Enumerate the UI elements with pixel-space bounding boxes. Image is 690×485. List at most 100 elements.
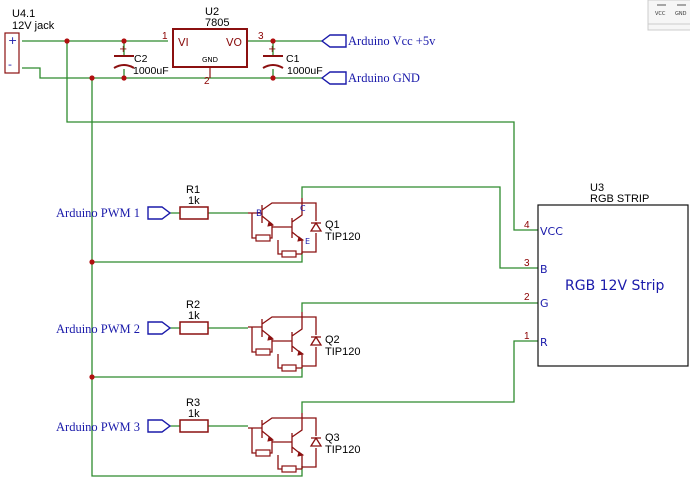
wire-gnd-q2 <box>92 367 303 378</box>
emitter-arrow <box>297 451 305 457</box>
strip-pin-name: B <box>540 263 548 276</box>
strip-body <box>537 204 689 367</box>
jack-minus: - <box>8 58 12 71</box>
resistor-r1[interactable]: R1 1k <box>179 184 209 220</box>
strip-label: RGB 12V Strip <box>565 278 664 294</box>
bias-path <box>251 213 273 239</box>
diode-body <box>309 335 323 346</box>
bias-resistor <box>281 250 297 258</box>
emitter-arrow <box>297 350 305 356</box>
darlington-stage2 <box>272 317 303 366</box>
jack-designator: U4.1 <box>12 8 35 20</box>
strip-pin-name: R <box>540 336 548 349</box>
net-port-vcc[interactable]: Arduino Vcc +5v <box>320 34 436 48</box>
strip-pin-name: VCC <box>540 225 563 238</box>
cap-polarity: + <box>119 44 127 55</box>
bias-resistor <box>281 364 297 372</box>
wire-q2-to-g <box>301 302 538 312</box>
darlington-stage1 <box>248 312 303 341</box>
regulator-pin-out: 3 <box>258 31 264 42</box>
net-port-pwm2[interactable]: Arduino PWM 2 <box>56 321 172 336</box>
wire-q3-to-r <box>301 340 538 413</box>
emitter-arrow <box>267 335 275 341</box>
strip-pin-number: 2 <box>524 292 530 303</box>
capacitor-c2[interactable]: + C2 1000uF <box>113 44 169 77</box>
bias-resistor <box>255 449 271 457</box>
rgb-strip[interactable]: U3 RGB STRIP RGB 12V Strip VCC B G R 4 3… <box>524 182 689 367</box>
cap-plate <box>262 64 284 69</box>
transistor-q3[interactable] <box>248 413 323 473</box>
vcc-icon[interactable]: VCC <box>655 4 666 17</box>
r1-value: 1k <box>188 195 200 207</box>
wire-gnd-rail <box>22 67 322 79</box>
q1-pin-collector: C <box>300 204 306 213</box>
junctions <box>64 38 276 380</box>
strip-pin-number: 3 <box>524 258 530 269</box>
bias-resistor <box>255 348 271 356</box>
q2-part: TIP120 <box>325 346 360 358</box>
net-port-pwm1[interactable]: Arduino PWM 1 <box>56 206 172 220</box>
net-label-pwm3: Arduino PWM 3 <box>56 420 140 434</box>
r1-designator: R1 <box>186 184 200 196</box>
bias-resistor <box>281 465 297 473</box>
net-port-pwm3[interactable]: Arduino PWM 3 <box>56 419 172 434</box>
regulator-vo: VO <box>226 36 242 49</box>
wire-strip-vcc <box>66 41 538 231</box>
dc-jack[interactable]: U4.1 12V jack + - <box>4 8 55 74</box>
net-label-pwm1: Arduino PWM 1 <box>56 206 140 220</box>
c2-designator: C2 <box>134 53 148 65</box>
diode-leads <box>302 316 317 367</box>
regulator-name: 7805 <box>205 17 229 29</box>
q1-labels: Q1 TIP120 B C E <box>256 204 360 246</box>
resistor-r2[interactable]: R2 1k <box>179 299 209 335</box>
q3-labels: Q3 TIP120 <box>325 432 360 456</box>
r3-designator: R3 <box>186 397 200 409</box>
emitter-arrow <box>267 221 275 227</box>
svg-text:GND: GND <box>675 11 687 17</box>
wires <box>22 40 538 477</box>
junction-dot <box>121 38 127 44</box>
transistor-q1[interactable] <box>248 198 323 258</box>
jack-plus: + <box>8 34 17 47</box>
jack-body <box>4 32 20 74</box>
r2-designator: R2 <box>186 299 200 311</box>
bias-resistor <box>255 234 271 242</box>
resistor-body <box>179 419 209 433</box>
port-flag <box>147 321 172 335</box>
transistor-q2[interactable] <box>248 312 323 372</box>
strip-pin-number: 1 <box>524 331 530 342</box>
strip-pin-name: G <box>540 297 549 310</box>
q1-designator: Q1 <box>325 219 340 231</box>
diode-leads <box>302 202 317 253</box>
gnd-icon[interactable]: GND <box>675 4 687 17</box>
junction-dot <box>270 75 276 81</box>
port-flag <box>147 419 172 433</box>
net-label-vcc: Arduino Vcc +5v <box>348 34 436 48</box>
q1-pin-base: B <box>256 209 262 219</box>
regulator-7805[interactable]: U2 7805 VI VO GND 1 3 2 <box>162 6 264 87</box>
darlington-stage2 <box>272 203 303 252</box>
junction-dot <box>89 259 95 265</box>
bias-path <box>251 327 273 353</box>
regulator-pin-in: 1 <box>162 31 168 42</box>
r2-value: 1k <box>188 310 200 322</box>
regulator-gnd: GND <box>202 56 218 64</box>
port-flag <box>320 34 347 48</box>
capacitor-c1[interactable]: + C1 1000uF <box>262 44 323 77</box>
wire-gnd-q1 <box>92 252 303 263</box>
r3-value: 1k <box>188 408 200 420</box>
net-port-gnd[interactable]: Arduino GND <box>320 71 420 85</box>
resistor-r3[interactable]: R3 1k <box>179 397 209 433</box>
strip-designator: U3 <box>590 182 604 194</box>
junction-dot <box>89 75 95 81</box>
emitter-arrow <box>297 236 305 242</box>
q3-designator: Q3 <box>325 432 340 444</box>
q1-part: TIP120 <box>325 231 360 243</box>
wire-ground-bus <box>91 78 303 477</box>
regulator-pin-gnd: 2 <box>204 76 210 87</box>
junction-dot <box>121 75 127 81</box>
c2-value: 1000uF <box>133 65 169 77</box>
net-label-pwm2: Arduino PWM 2 <box>56 322 140 336</box>
junction-dot <box>270 38 276 44</box>
